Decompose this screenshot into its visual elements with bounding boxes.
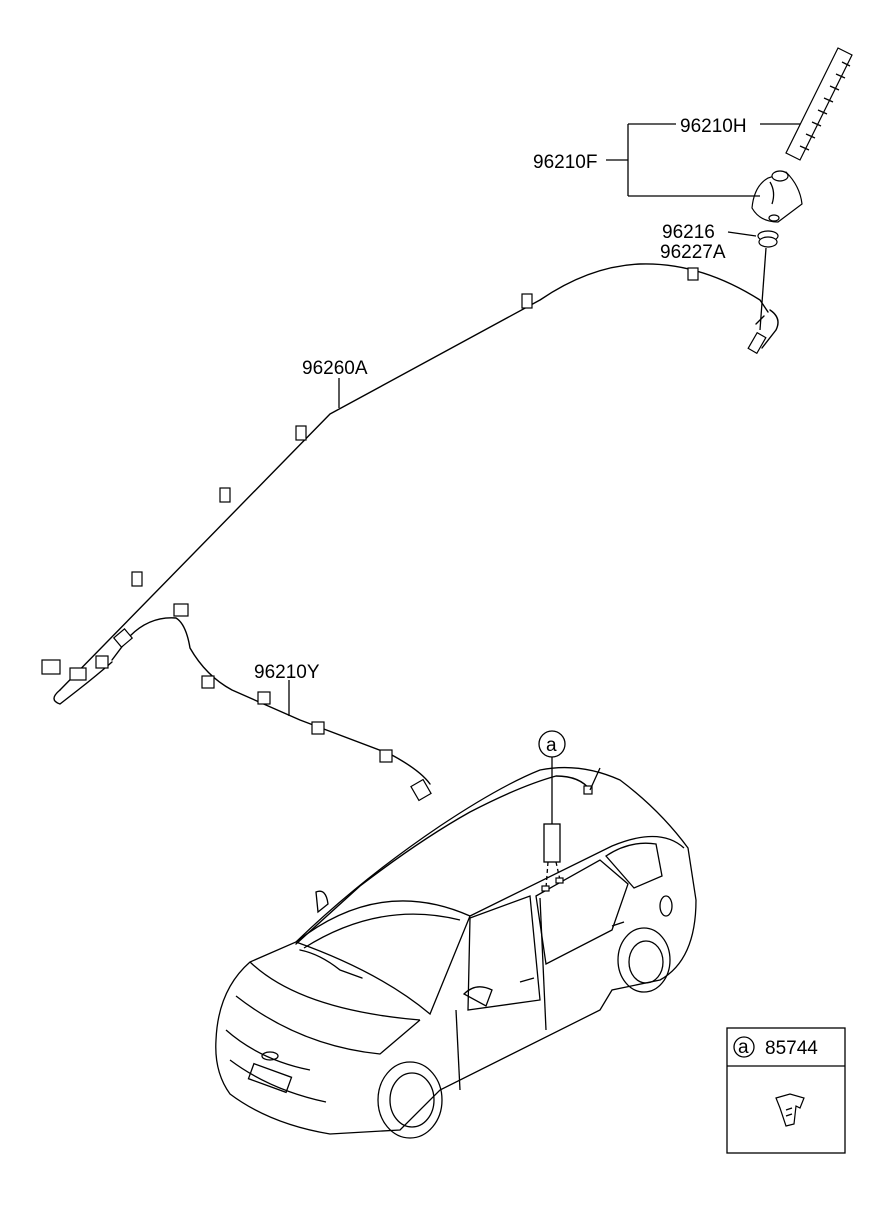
label-96210f: 96210F [533,152,597,173]
label-96210y: 96210Y [254,662,320,683]
front-cable[interactable] [111,603,432,802]
car-illustration [215,766,697,1139]
legend-letter-a: a [738,1037,749,1058]
clip-reference [538,730,566,892]
label-96260a: 96260A [302,358,368,379]
roof-cable[interactable] [41,263,779,705]
clip-part-icon [775,1093,805,1127]
antenna-rod[interactable] [785,47,853,161]
label-reference-a: a [546,735,557,756]
legend-box [726,1027,846,1154]
legend-part-number: 85744 [765,1038,818,1059]
label-96210h: 96210H [680,116,747,137]
leader-lines [288,123,800,716]
label-96216: 96216 [662,222,715,243]
antenna-nut[interactable] [757,230,779,331]
antenna-base[interactable] [751,170,803,223]
label-96227a: 96227A [660,242,726,263]
